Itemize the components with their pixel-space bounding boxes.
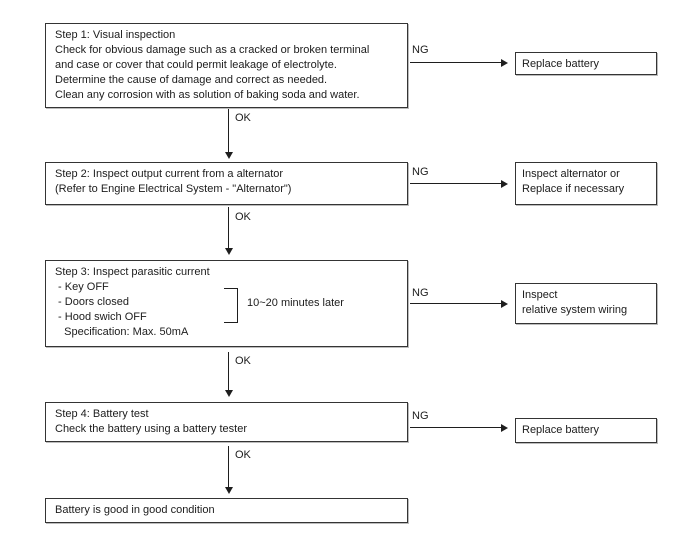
step3-bracket [224,288,238,323]
ok-label-1: OK [235,112,251,124]
ng-arrowhead-4 [501,423,508,432]
ng-arrow-2 [410,183,502,184]
step3-line: Specification: Max. 50mA [55,326,189,338]
ok-label-3: OK [235,355,251,367]
ng-label-4: NG [412,410,429,422]
ok-arrowhead-3 [224,390,233,397]
step3-line: - Key OFF [55,281,109,293]
step1-line: Determine the cause of damage and correc… [55,74,328,86]
ng-arrowhead-3 [501,299,508,308]
step3-action-box: Inspect relative system wiring [515,283,657,324]
step3-box: Step 3: Inspect parasitic current - Key … [45,260,408,347]
step2-box: Step 2: Inspect output current from a al… [45,162,408,205]
step2-action-box: Inspect alternator or Replace if necessa… [515,162,657,205]
step2-line: Step 2: Inspect output current from a al… [55,168,284,180]
result-line: Battery is good in good condition [55,504,215,516]
ok-label-2: OK [235,211,251,223]
ok-arrowhead-1 [224,152,233,159]
step3-bracket-note: 10~20 minutes later [247,297,344,309]
step2-action-line: Inspect alternator or [522,168,620,180]
step1-action-line: Replace battery [522,58,600,70]
ng-label-2: NG [412,166,429,178]
ok-label-4: OK [235,449,251,461]
ng-arrowhead-1 [501,58,508,67]
step1-box: Step 1: Visual inspection Check for obvi… [45,23,408,108]
step4-action-line: Replace battery [522,424,600,436]
ok-arrowhead-2 [224,248,233,255]
step3-line: - Hood swich OFF [55,311,147,323]
step1-action-box: Replace battery [515,52,657,75]
ok-arrow-1 [228,109,229,152]
ok-arrow-4 [228,446,229,487]
ok-arrowhead-4 [224,487,233,494]
step4-box: Step 4: Battery test Check the battery u… [45,402,408,442]
ng-arrowhead-2 [501,179,508,188]
step4-line: Step 4: Battery test [55,408,149,420]
ng-arrow-3 [410,303,502,304]
step3-line: Step 3: Inspect parasitic current [55,266,210,278]
step1-line: Clean any corrosion with as solution of … [55,89,360,101]
ng-label-3: NG [412,287,429,299]
step2-action-line: Replace if necessary [522,183,625,195]
result-box: Battery is good in good condition [45,498,408,523]
step1-line: Check for obvious damage such as a crack… [55,44,370,56]
ng-arrow-1 [410,62,502,63]
step4-action-box: Replace battery [515,418,657,443]
ng-label-1: NG [412,44,429,56]
step3-action-line: relative system wiring [522,304,628,316]
step3-action-line: Inspect [522,289,558,301]
step3-line: - Doors closed [55,296,129,308]
step2-line: (Refer to Engine Electrical System - "Al… [55,183,292,195]
ok-arrow-3 [228,352,229,390]
ng-arrow-4 [410,427,502,428]
step1-line: and case or cover that could permit leak… [55,59,337,71]
step1-line: Step 1: Visual inspection [55,29,176,41]
step4-line: Check the battery using a battery tester [55,423,247,435]
ok-arrow-2 [228,207,229,248]
